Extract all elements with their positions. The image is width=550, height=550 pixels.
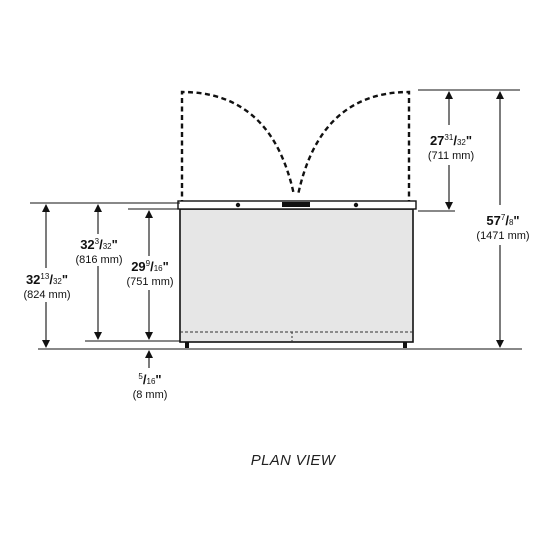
clearance-label: 5/16" (8 mm): [132, 372, 168, 402]
total-depth-label: 577/8" (1471 mm): [476, 213, 530, 243]
left-door-swing: [180, 90, 296, 205]
cabinet-depth-label: 323/32" (816 mm): [75, 237, 123, 267]
door-swing-label: 2731/32" (711 mm): [427, 133, 475, 163]
cabinet-body: [177, 200, 417, 348]
dimension-lines: [42, 91, 504, 368]
right-door-swing: [296, 90, 411, 205]
overall-depth-label: 3213/32" (824 mm): [23, 272, 71, 302]
extension-lines: [30, 89, 522, 350]
door-swing-arcs: [180, 90, 411, 205]
view-title: PLAN VIEW: [250, 452, 336, 469]
body-depth-label: 299/16" (751 mm): [126, 259, 174, 289]
